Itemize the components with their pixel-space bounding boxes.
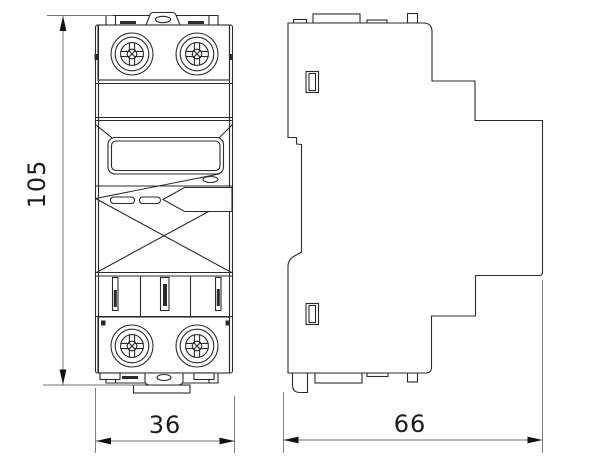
terminal-shutter-slot bbox=[163, 284, 167, 306]
side-vent-bottom bbox=[305, 302, 320, 326]
bottom-clamp-mark-left bbox=[101, 320, 106, 326]
bottom-terminal-outline bbox=[97, 316, 231, 374]
side-vent-bottom-inner bbox=[308, 304, 317, 324]
side-top-tab-raised bbox=[312, 13, 361, 24]
bottom-side-tab-right bbox=[193, 372, 215, 381]
top-plate-slot-right bbox=[188, 21, 204, 24]
terminal-screw-top-right bbox=[175, 32, 219, 76]
indicator-window bbox=[202, 175, 219, 184]
dimension-width: 36 bbox=[95, 388, 235, 453]
top-terminal-block bbox=[94, 24, 234, 85]
top-clip-tab bbox=[145, 11, 181, 26]
arrow-right-icon bbox=[527, 436, 543, 444]
side-view bbox=[287, 12, 544, 394]
terminal-screw-bottom-right bbox=[175, 324, 219, 368]
din-latch-foot bbox=[291, 372, 309, 394]
label-window-inner bbox=[110, 140, 221, 172]
dimension-label-depth: 66 bbox=[394, 410, 427, 438]
side-bottom-tab-raised bbox=[314, 372, 363, 384]
face-fold-line bbox=[216, 123, 234, 141]
terminal-shutter bbox=[214, 276, 222, 312]
face-fold-line bbox=[94, 123, 115, 141]
terminal-screw-bottom-left bbox=[110, 324, 154, 368]
terminal-screw-top-left bbox=[110, 32, 154, 76]
bottom-din-clip bbox=[99, 372, 219, 394]
arrow-up-icon bbox=[59, 16, 67, 31]
top-mounting-tab bbox=[105, 11, 219, 26]
arrow-left-icon bbox=[96, 437, 111, 445]
din-clip-foot bbox=[132, 384, 191, 394]
front-view bbox=[94, 11, 234, 394]
bottom-terminal-block bbox=[97, 316, 231, 374]
upper-band bbox=[94, 116, 234, 122]
top-tab-slot bbox=[154, 15, 172, 24]
bottom-clip-tab bbox=[144, 372, 184, 386]
terminal-shutter-slot bbox=[216, 289, 220, 306]
side-vent-top bbox=[305, 70, 320, 94]
arrow-right-icon bbox=[219, 437, 235, 445]
terminal-shutter-slot bbox=[113, 290, 117, 307]
bottom-plate-outline bbox=[105, 372, 219, 384]
side-top-tab-square bbox=[406, 12, 419, 24]
top-clamp-mark-right bbox=[229, 54, 233, 60]
bottom-tab-slot bbox=[156, 373, 172, 382]
top-clamp-mark-left bbox=[94, 54, 99, 60]
top-terminal-outline bbox=[97, 24, 231, 81]
bottom-side-tab-left bbox=[99, 372, 121, 381]
side-profile bbox=[287, 22, 544, 374]
toggle-lever bbox=[161, 186, 233, 213]
arrow-down-icon bbox=[59, 369, 67, 385]
lever-marking bbox=[138, 196, 162, 205]
dimension-height: 105 bbox=[23, 15, 145, 386]
terminal-shutter bbox=[111, 276, 119, 312]
top-plate-slot-left bbox=[120, 21, 136, 24]
wire-slot-section bbox=[94, 275, 234, 318]
dimension-label-width: 36 bbox=[149, 411, 182, 439]
label-window bbox=[107, 136, 225, 175]
terminal-shutter bbox=[159, 276, 170, 312]
lever-marking bbox=[109, 196, 136, 205]
dimension-depth: 66 bbox=[283, 280, 543, 453]
side-vent-top-inner bbox=[308, 72, 317, 92]
side-bottom-tab-square bbox=[406, 372, 419, 383]
bottom-clamp-mark-right bbox=[225, 320, 230, 326]
arrow-left-icon bbox=[283, 436, 299, 444]
bottom-plate-slot-left bbox=[122, 376, 138, 379]
face-panel bbox=[94, 123, 234, 277]
dimension-label-height: 105 bbox=[23, 160, 51, 209]
